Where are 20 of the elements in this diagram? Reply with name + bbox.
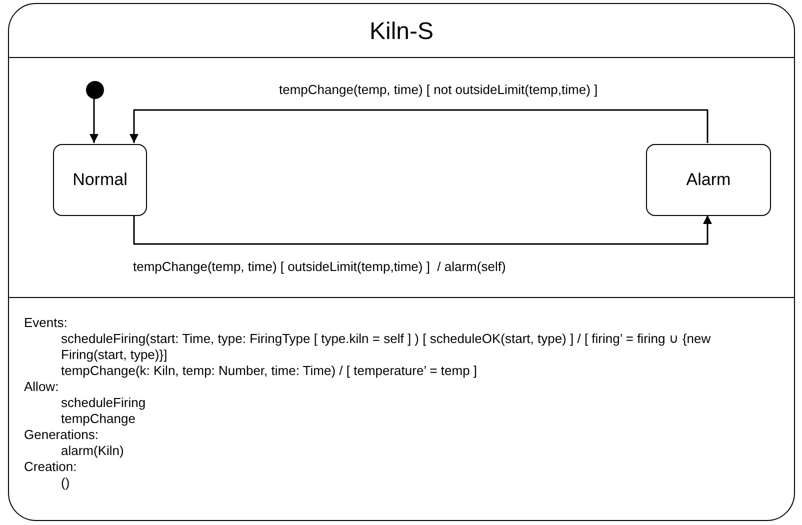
state-box bbox=[646, 144, 771, 216]
transition-arrow bbox=[133, 215, 712, 245]
compartment-entry: tempChange bbox=[61, 411, 136, 427]
compartment-entry: scheduleFiring bbox=[61, 395, 147, 411]
compartment-entry: () bbox=[61, 475, 71, 491]
frame-title: Kiln-S bbox=[368, 18, 435, 46]
compartment-heading: Generations: bbox=[24, 427, 100, 443]
compartment-entry: tempChange(k: Kiln, temp: Number, time: Time) / [ temperature’ = temp ] bbox=[61, 363, 478, 379]
transition-arrow bbox=[130, 109, 708, 143]
transition-arrow bbox=[90, 98, 98, 143]
state-name: Alarm bbox=[686, 170, 731, 190]
state-name: Normal bbox=[72, 170, 128, 190]
transition-label: tempChange(temp, time) [ outsideLimit(temp,time) ] / alarm(self) bbox=[133, 259, 506, 275]
transition-label: tempChange(temp, time) [ not outsideLimit(temp,time) ] bbox=[279, 82, 598, 98]
state-box bbox=[53, 144, 147, 216]
compartment-heading: Events: bbox=[24, 315, 68, 331]
compartment-heading: Creation: bbox=[24, 459, 78, 475]
compartment-heading: Allow: bbox=[24, 379, 60, 395]
initial-state-dot bbox=[86, 81, 104, 99]
compartment-entry: alarm(Kiln) bbox=[61, 443, 125, 459]
